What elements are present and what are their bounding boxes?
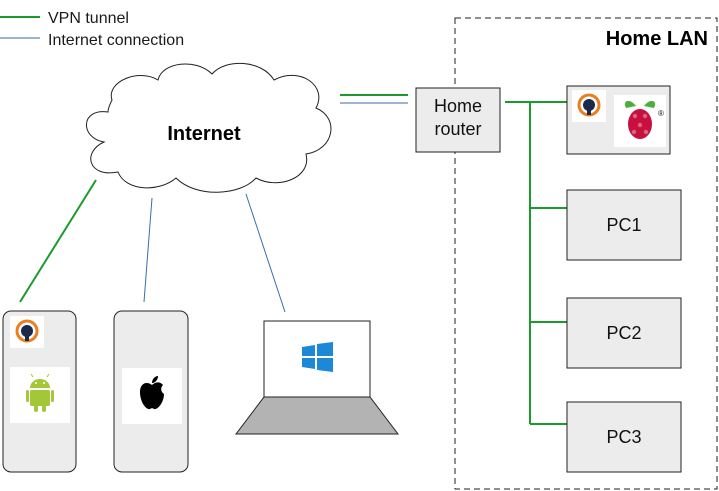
iphone [113, 310, 189, 473]
pc3-label: PC3 [606, 427, 641, 447]
android-icon [26, 373, 54, 412]
openvpn-icon [15, 319, 39, 343]
legend-internet-label: Internet connection [48, 32, 184, 49]
pc1-node: PC1 [566, 189, 682, 261]
legend-vpn-label: VPN tunnel [48, 10, 129, 27]
pc1-box [566, 189, 682, 261]
pc3-node: PC3 [566, 401, 682, 473]
router-label-line2: router [434, 119, 481, 139]
router-label-line1: Home [434, 96, 482, 116]
laptop-base [234, 396, 400, 435]
apple-icon [140, 376, 164, 410]
internet-cloud: Internet [86, 62, 332, 193]
pc1-label: PC1 [606, 215, 641, 235]
internet-link-laptop [245, 193, 286, 313]
windows-icon [302, 342, 333, 372]
internet-link-iphone [143, 197, 153, 303]
raspberry-pi-icon [624, 100, 656, 139]
home-lan-boundary [454, 17, 718, 490]
windows-icon-tile [286, 326, 348, 388]
router-box [415, 87, 501, 153]
raspberry-registered-mark: ® [658, 109, 664, 118]
legend: VPN tunnel Internet connection [0, 10, 184, 49]
pc2-box [566, 297, 682, 369]
pc2-node: PC2 [566, 297, 682, 369]
lan-bus [505, 101, 567, 425]
cloud-shape [86, 62, 332, 193]
internet-label: Internet [167, 123, 241, 145]
home-lan-title: Home LAN [606, 28, 708, 50]
home-router: Home router [415, 87, 501, 153]
vpn-link-android [19, 179, 97, 303]
android-phone [2, 310, 77, 473]
raspberry-pi-node: ® [566, 85, 671, 155]
pc3-box [566, 401, 682, 473]
openvpn-icon [577, 93, 601, 117]
pc2-label: PC2 [606, 323, 641, 343]
windows-laptop [234, 320, 400, 435]
